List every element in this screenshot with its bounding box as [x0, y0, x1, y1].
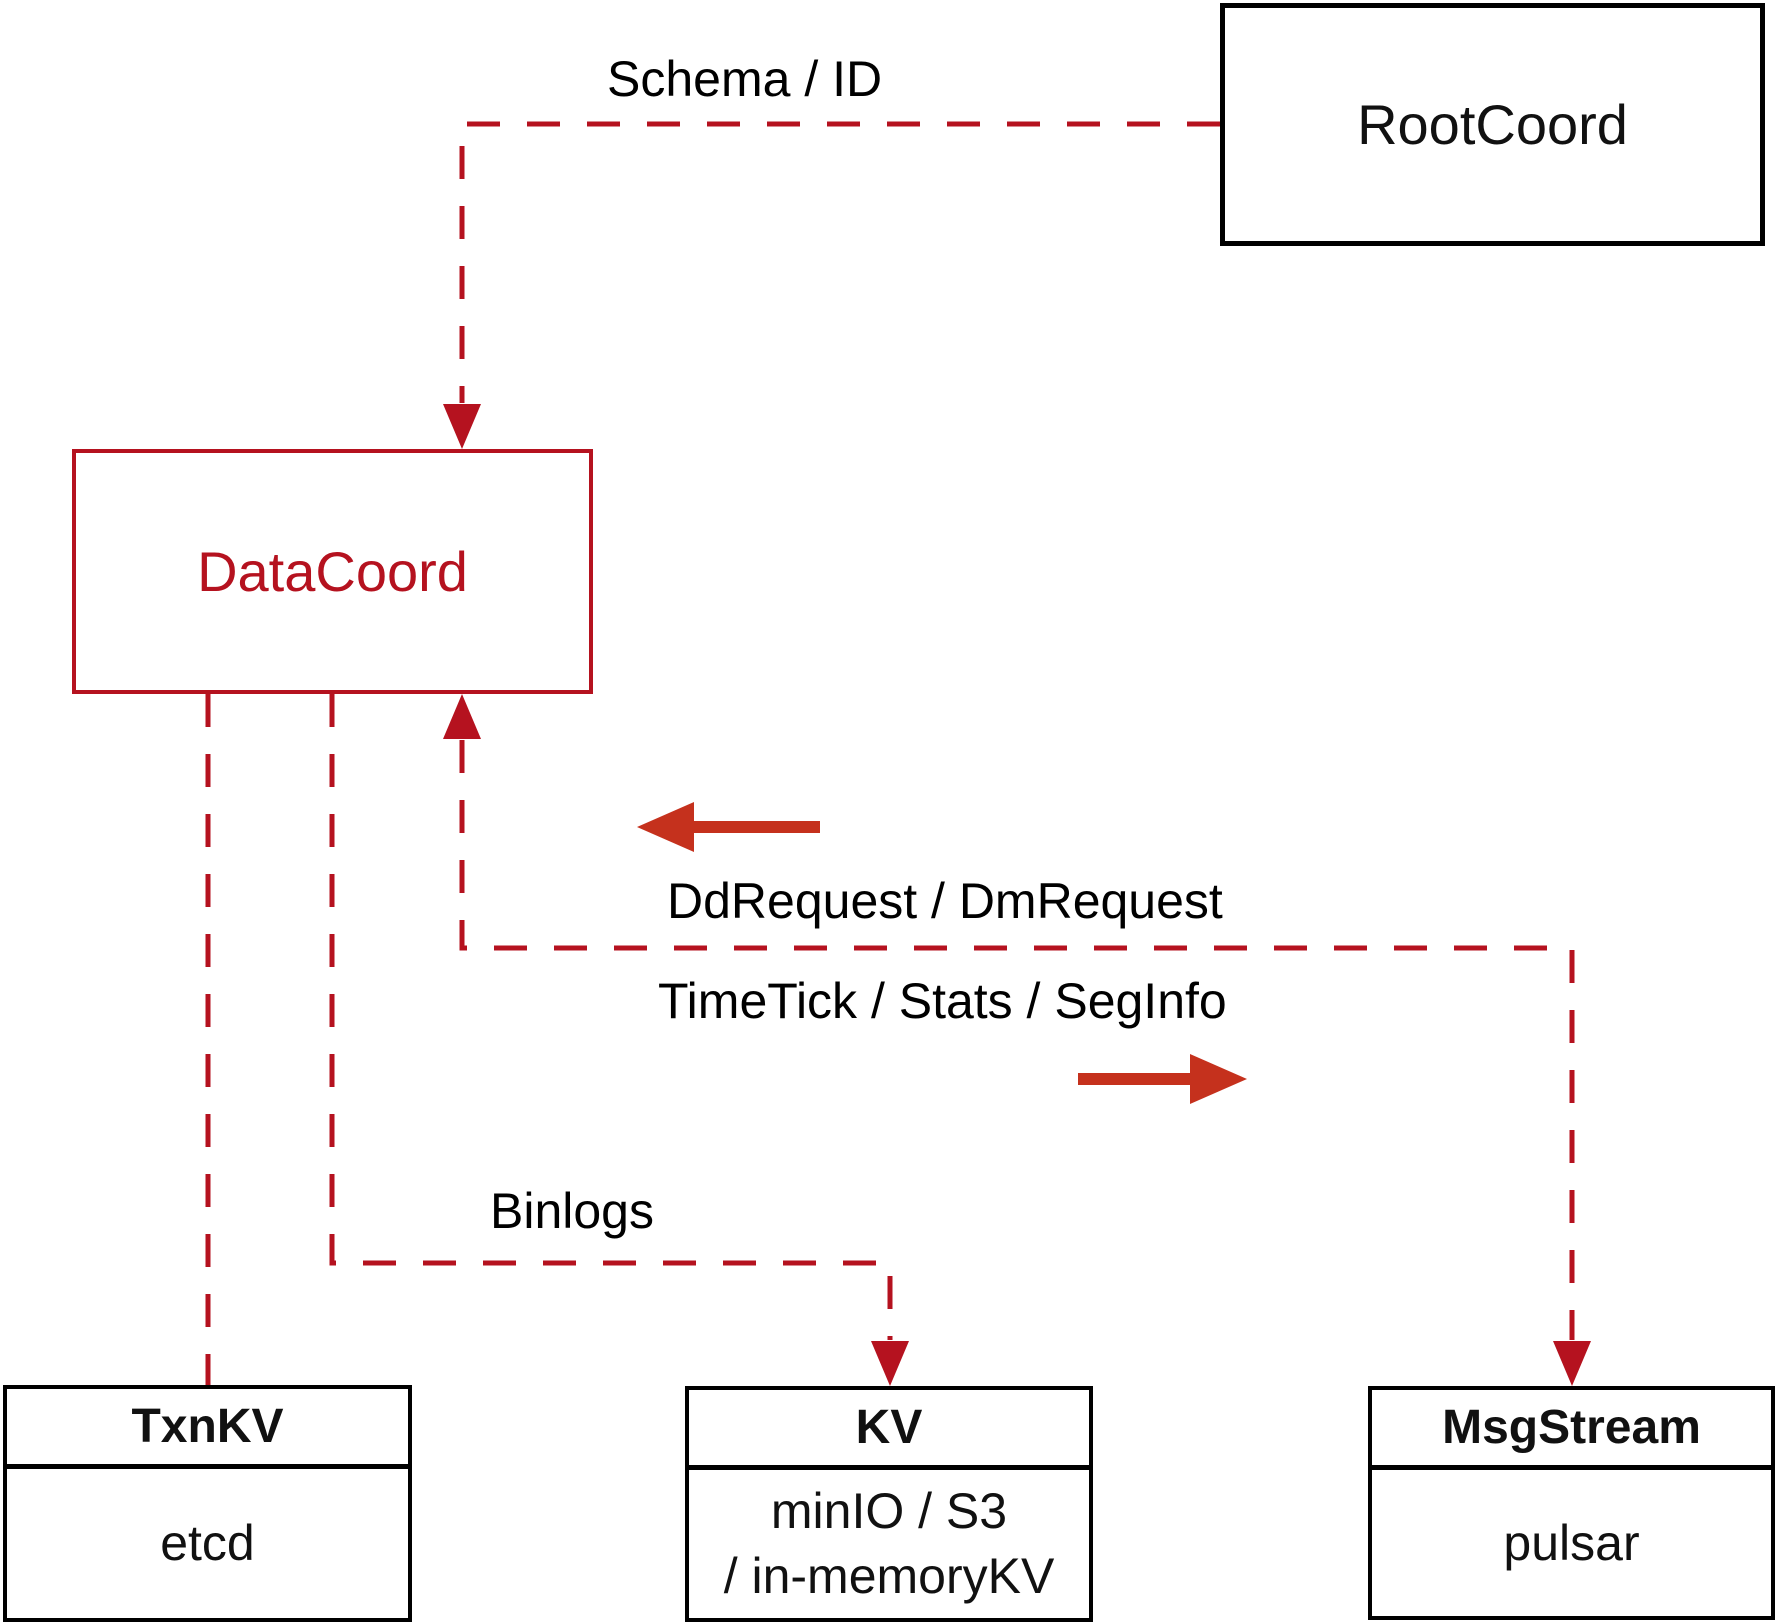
- left-direction-arrow: [637, 802, 820, 852]
- node-msgstream-title: MsgStream: [1372, 1390, 1771, 1470]
- arrowhead-into-datacoord-top: [443, 404, 481, 449]
- edge-label-timetick-stats-seginfo: TimeTick / Stats / SegInfo: [658, 973, 1227, 1029]
- right-direction-arrow: [1078, 1054, 1247, 1104]
- connector-rootcoord-to-datacoord: [459, 121, 1220, 403]
- arrowhead-into-msgstream-top: [1553, 1341, 1591, 1386]
- connector-datacoord-to-kv: [329, 694, 893, 1340]
- node-datacoord: DataCoord: [72, 449, 593, 694]
- node-kv: KV minIO / S3 / in-memoryKV: [685, 1386, 1093, 1622]
- node-txnkv: TxnKV etcd: [3, 1385, 412, 1622]
- node-txnkv-title: TxnKV: [7, 1389, 408, 1469]
- node-msgstream-body: pulsar: [1503, 1514, 1640, 1571]
- connector-datacoord-msgstream: [459, 740, 1575, 1340]
- node-datacoord-label: DataCoord: [197, 540, 468, 603]
- node-kv-title: KV: [689, 1390, 1089, 1470]
- arrowhead-into-datacoord-bottom: [443, 694, 481, 739]
- node-txnkv-body: etcd: [160, 1515, 255, 1571]
- edge-label-ddrequest-dmrequest: DdRequest / DmRequest: [667, 873, 1223, 929]
- edge-label-binlogs: Binlogs: [490, 1183, 654, 1239]
- node-msgstream: MsgStream pulsar: [1368, 1386, 1775, 1620]
- node-kv-body-line1: minIO / S3: [770, 1483, 1008, 1539]
- arrowhead-into-kv-top: [871, 1341, 909, 1386]
- node-rootcoord: RootCoord: [1220, 3, 1765, 246]
- node-kv-body-line2: / in-memoryKV: [723, 1548, 1055, 1604]
- edge-label-schema-id: Schema / ID: [607, 51, 883, 107]
- node-rootcoord-label: RootCoord: [1357, 93, 1628, 156]
